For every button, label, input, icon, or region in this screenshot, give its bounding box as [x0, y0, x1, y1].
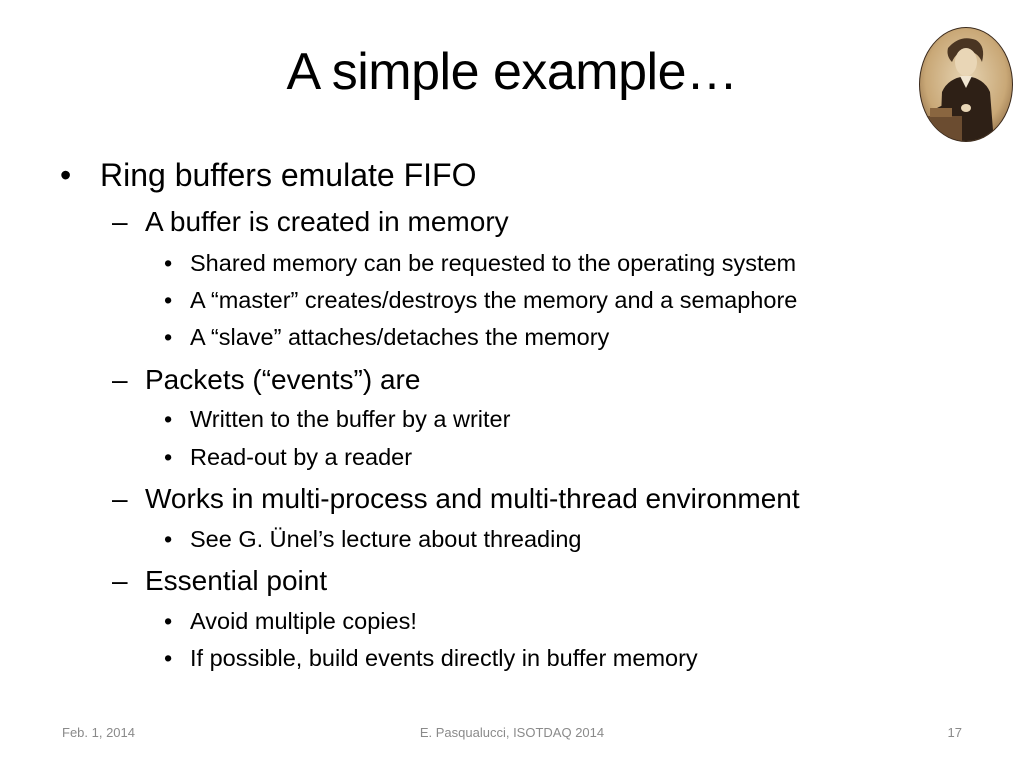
- list-item-text: Written to the buffer by a writer: [190, 406, 511, 432]
- bullet-marker: •: [164, 324, 173, 350]
- list-item-text: A buffer is created in memory: [145, 206, 509, 237]
- bullet-marker: •: [164, 444, 173, 470]
- list-item-text: Packets (“events”) are: [145, 364, 421, 395]
- list-item-text: A “master” creates/destroys the memory a…: [190, 287, 798, 313]
- bullet-marker: •: [164, 287, 173, 313]
- list-item-text: Avoid multiple copies!: [190, 608, 417, 634]
- bullet-marker: •: [164, 406, 173, 432]
- list-item-text: Read-out by a reader: [190, 444, 413, 470]
- bullet-marker: •: [164, 645, 173, 671]
- page-number: 17: [947, 725, 962, 740]
- list-item-text: A “slave” attaches/detaches the memory: [190, 324, 610, 350]
- bullet-marker: •: [164, 526, 173, 552]
- bullet-marker: •: [164, 608, 173, 634]
- dash-marker: –: [112, 206, 128, 237]
- bullet-marker: •: [164, 250, 173, 276]
- footer-author: E. Pasqualucci, ISOTDAQ 2014: [419, 725, 605, 740]
- slide-title: A simple example…: [286, 43, 738, 101]
- list-item-text: Ring buffers emulate FIFO: [100, 157, 477, 193]
- dash-marker: –: [112, 483, 128, 514]
- bullet-marker: •: [60, 157, 72, 193]
- list-item-text: Essential point: [145, 565, 328, 596]
- dash-marker: –: [112, 565, 128, 596]
- list-item-text: Shared memory can be requested to the op…: [190, 250, 797, 276]
- portrait-image: [919, 27, 1013, 142]
- footer-date: Feb. 1, 2014: [62, 725, 135, 740]
- list-item-text: See G. Ünel’s lecture about threading: [190, 526, 582, 552]
- list-item-text: Works in multi-process and multi-thread …: [145, 483, 800, 514]
- list-item-text: If possible, build events directly in bu…: [190, 645, 698, 671]
- dash-marker: –: [112, 364, 128, 395]
